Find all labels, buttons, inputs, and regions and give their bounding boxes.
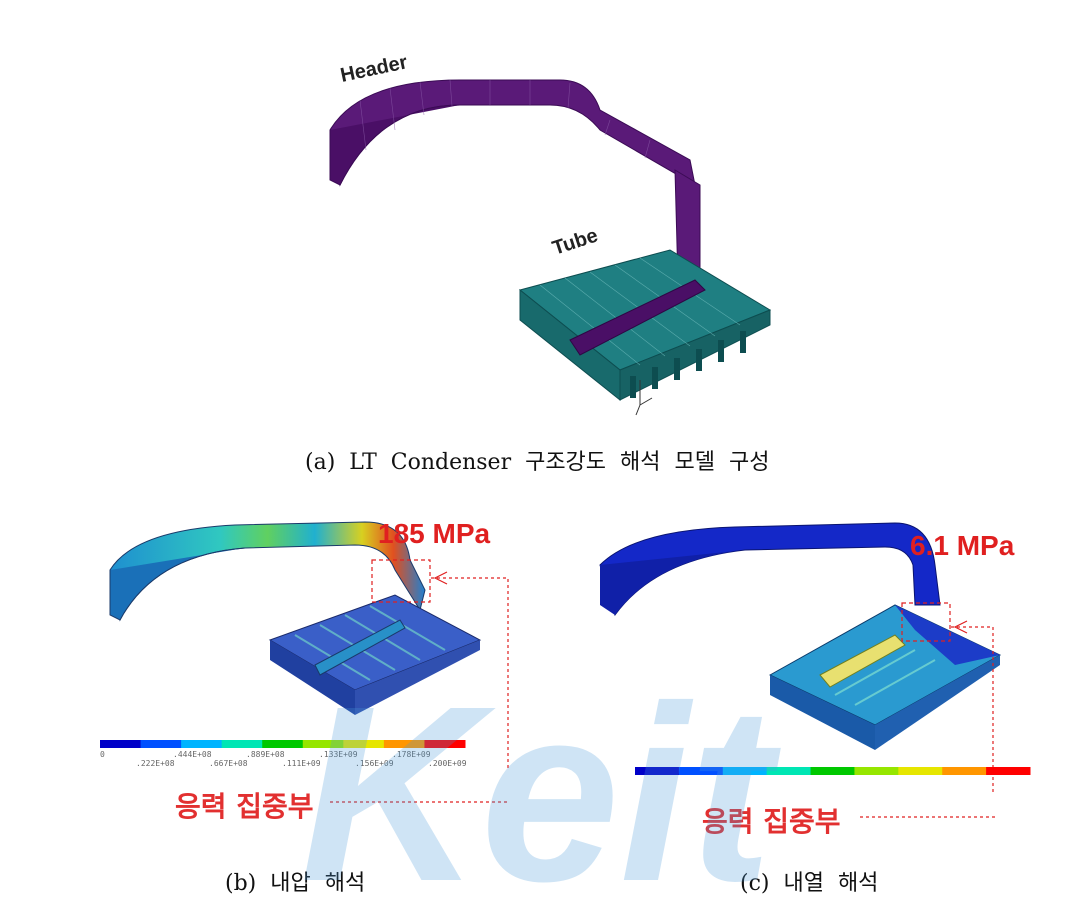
concentration-label-c: 응력 집중부 xyxy=(702,805,841,838)
colorbar-c xyxy=(635,767,1031,775)
colorbar-tick-label: .156E+09 xyxy=(355,759,394,768)
max-stress-b: 185 MPa xyxy=(378,518,491,549)
colorbar-segment xyxy=(986,767,1031,775)
concentration-leader-c xyxy=(860,816,998,818)
concentration-label-b: 응력 집중부 xyxy=(175,790,314,823)
colorbar-segment xyxy=(221,740,263,748)
thermal-contour-c xyxy=(599,522,1031,795)
colorbar-tick-label: 0 xyxy=(100,750,105,759)
colorbar-tick-label: .222E+08 xyxy=(136,759,175,768)
stress-callout-box xyxy=(371,559,431,603)
colorbar-segment xyxy=(898,767,943,775)
colorbar-segment xyxy=(766,767,812,775)
colorbar-segment xyxy=(635,767,680,775)
colorbar-tick-label: .200E+09 xyxy=(428,759,467,768)
colorbar-segment xyxy=(140,740,182,748)
caption-c: (c) 내열 해석 xyxy=(740,871,879,896)
colorbar-segment xyxy=(181,740,223,748)
colorbar-tick-label: .111E+09 xyxy=(282,759,321,768)
colorbar-segment xyxy=(424,740,466,748)
colorbar-segment xyxy=(854,767,899,775)
colorbar-b xyxy=(100,740,466,748)
colorbar-segment xyxy=(383,740,425,748)
colorbar-segment xyxy=(810,767,855,775)
colorbar-segment xyxy=(302,740,344,748)
header-thermal xyxy=(599,522,941,617)
colorbar-segment xyxy=(678,767,724,775)
colorbar-segment xyxy=(343,740,385,748)
header-part xyxy=(329,79,696,187)
caption-a: (a) LT Condenser 구조강도 해석 모델 구성 xyxy=(305,450,770,475)
tube-label: Tube xyxy=(550,225,601,260)
colorbar-tick-label: .133E+09 xyxy=(319,750,358,759)
keit-watermark-logo: Keit xyxy=(300,660,781,905)
colorbar-segment xyxy=(722,767,768,775)
caption-b: (b) 내압 해석 xyxy=(225,871,366,896)
header-label: Header xyxy=(338,51,409,87)
max-stress-c: 6.1 MPa xyxy=(910,530,1015,561)
axis-triad-icon xyxy=(635,380,653,416)
model-diagram-a: Header Tube xyxy=(329,51,772,416)
tube-part xyxy=(569,279,706,356)
colorbar-segment xyxy=(942,767,987,775)
colorbar-tick-label: .444E+08 xyxy=(173,750,212,759)
colorbar-segment xyxy=(262,740,304,748)
colorbar-segment xyxy=(100,740,142,748)
colorbar-tick-label: .667E+08 xyxy=(209,759,248,768)
stress-contour-b: 0 .444E+08 .889E+08 .133E+09 .178E+09 .222E+… xyxy=(100,521,509,770)
colorbar-tick-label: .889E+08 xyxy=(246,750,285,759)
stress-callout-box-c xyxy=(901,602,951,642)
colorbar-tick-label: .178E+09 xyxy=(392,750,431,759)
svg-text:Keit: Keit xyxy=(300,660,781,905)
